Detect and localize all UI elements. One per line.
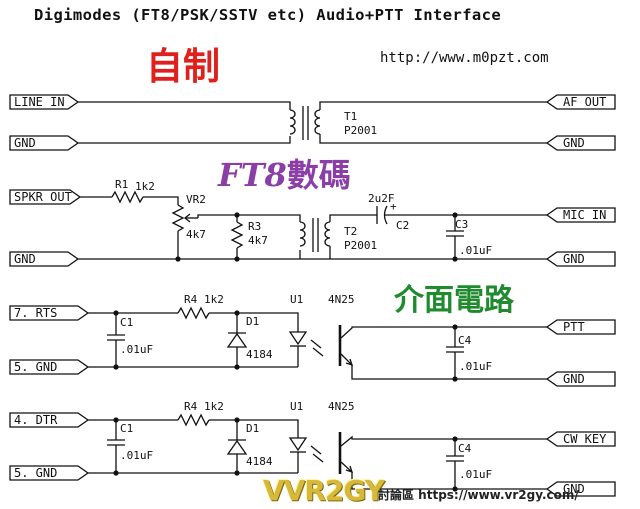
port-dtr [9,412,90,428]
label-c1-dtr: C1 [120,422,133,435]
t2-section [9,189,616,267]
c2-capacitor [383,205,388,225]
label-c2-value: 2u2F [368,192,395,205]
u1-led-rts [288,331,308,346]
label-c3-value: .01uF [459,244,492,257]
label-t1-value: P2001 [344,124,377,137]
label-c1-value-dtr: .01uF [120,449,153,462]
label-t2-value: P2001 [344,239,377,252]
label-u1-value-rts: 4N25 [328,293,355,306]
website-url: http://www.m0pzt.com [380,50,549,66]
port-label-gnd-4: GND [563,252,585,266]
t2-primary-coil [299,221,306,247]
port-gnd-4 [545,251,616,267]
overlay-ft8-digital: FT8數碼 [218,150,351,196]
label-c4-ptt: C4 [458,334,472,347]
t1-section [9,94,616,151]
label-c2-plus: + [390,200,397,213]
junction-dots [113,212,458,492]
port-label-spkr-out: SPKR OUT [14,190,72,204]
port-gnd-8 [545,481,616,497]
port-label-cw-key: CW KEY [563,432,607,446]
label-u1-dtr: U1 [290,400,303,413]
label-vr2-value: 4k7 [186,228,206,241]
label-r3-value: 4k7 [248,234,268,247]
port-af-out [545,94,616,110]
overlay-interface-circuit: 介面電路 [394,283,514,318]
port-ptt [545,319,616,335]
t2-secondary-coil [324,221,331,247]
port-spkr-out [9,189,82,205]
port-label-gnd-1: GND [14,136,36,150]
label-c1-rts: C1 [120,316,133,329]
overlay-ft8-cjk: 數碼 [286,156,351,194]
port-gnd-6 [545,371,616,387]
t1-primary-coil [289,109,296,135]
label-d1-value-rts: 4184 [246,348,273,361]
label-c2: C2 [396,219,409,232]
label-r1-value: 1k2 [135,180,155,193]
port-mic-in [545,207,616,223]
label-c4-cw: C4 [458,442,472,455]
port-label-gnd-6: GND [563,372,585,386]
label-d1-rts: D1 [246,315,259,328]
port-gnd-1 [9,135,80,151]
port-label-gnd-8: GND [563,482,585,496]
watermark-logo: VVR2GY [263,474,385,507]
r3-resistor [230,221,244,249]
label-u1-rts: U1 [290,293,303,306]
r1-resistor [111,190,144,204]
label-r4-rts: R4 [184,293,198,306]
port-line-in [9,94,80,110]
port-cw-key [545,431,616,447]
overlay-self-made: 自制 [146,45,220,88]
vr2-potentiometer [171,204,185,232]
port-gnd-5 [9,359,90,375]
u1-led-dtr [288,437,308,452]
label-r4-value-dtr: 1k2 [204,400,224,413]
overlay-ft8-latin: FT8 [218,156,287,194]
t1-secondary-coil [314,109,321,135]
label-r3: R3 [248,220,261,233]
schematic-title: Digimodes (FT8/PSK/SSTV etc) Audio+PTT I… [34,6,502,24]
label-c4-value-cw: .01uF [459,468,492,481]
port-label-gnd-7: 5. GND [14,466,57,480]
label-u1-value-dtr: 4N25 [328,400,355,413]
port-gnd-3 [9,251,80,267]
label-vr2: VR2 [186,193,206,206]
label-c4-value-ptt: .01uF [459,360,492,373]
port-label-gnd-2: GND [563,136,585,150]
label-t1: T1 [344,110,357,123]
label-t2: T2 [344,225,357,238]
port-rts [9,305,90,321]
label-r4-dtr: R4 [184,400,198,413]
port-gnd-2 [545,135,616,151]
label-d1-dtr: D1 [246,422,259,435]
rts-ptt-section [9,305,616,387]
port-gnd-7 [9,465,90,481]
port-label-af-out: AF OUT [563,95,606,109]
label-d1-value-dtr: 4184 [246,455,273,468]
port-label-dtr: 4. DTR [14,413,58,427]
label-r1: R1 [115,178,128,191]
watermark-footer-link[interactable]: 討論區 https://www.vr2gy.com/ [378,488,579,502]
label-r4-value-rts: 1k2 [204,293,224,306]
dtr-cw-section [9,412,616,497]
r4-resistor-dtr [177,413,210,427]
port-label-gnd-5: 5. GND [14,360,57,374]
port-label-line-in: LINE IN [14,95,65,109]
port-label-rts: 7. RTS [14,306,57,320]
r4-resistor-rts [177,306,210,320]
label-c3: C3 [455,218,468,231]
port-label-mic-in: MIC IN [563,208,606,222]
label-c1-value-rts: .01uF [120,343,153,356]
port-label-ptt: PTT [563,320,585,334]
port-label-gnd-3: GND [14,252,36,266]
